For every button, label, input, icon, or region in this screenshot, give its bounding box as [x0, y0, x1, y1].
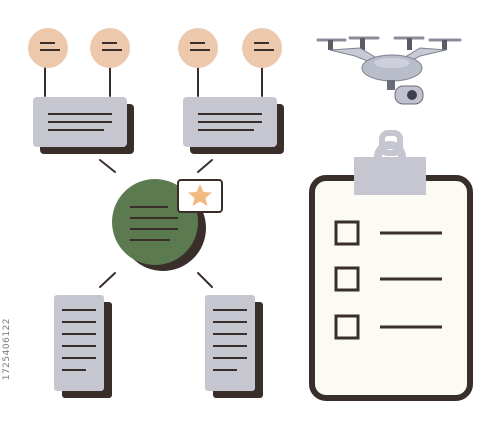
user-avatar-icon	[178, 28, 218, 68]
document-card-right	[205, 295, 263, 398]
drone-camera-icon	[316, 36, 462, 105]
user-avatar-icon	[28, 28, 68, 68]
team-card-left	[33, 97, 134, 154]
star-icon	[177, 179, 223, 213]
team-card-right	[183, 97, 284, 154]
clipboard-checklist-icon	[309, 130, 473, 401]
user-avatar-icon	[242, 28, 282, 68]
checkbox-icon	[334, 220, 360, 246]
connector-lines	[44, 67, 263, 288]
user-avatar-icon	[90, 28, 130, 68]
stock-image-id: 1725406122	[2, 318, 12, 381]
checkbox-icon	[334, 266, 360, 292]
document-card-left	[54, 295, 112, 398]
checkbox-icon	[334, 314, 360, 340]
